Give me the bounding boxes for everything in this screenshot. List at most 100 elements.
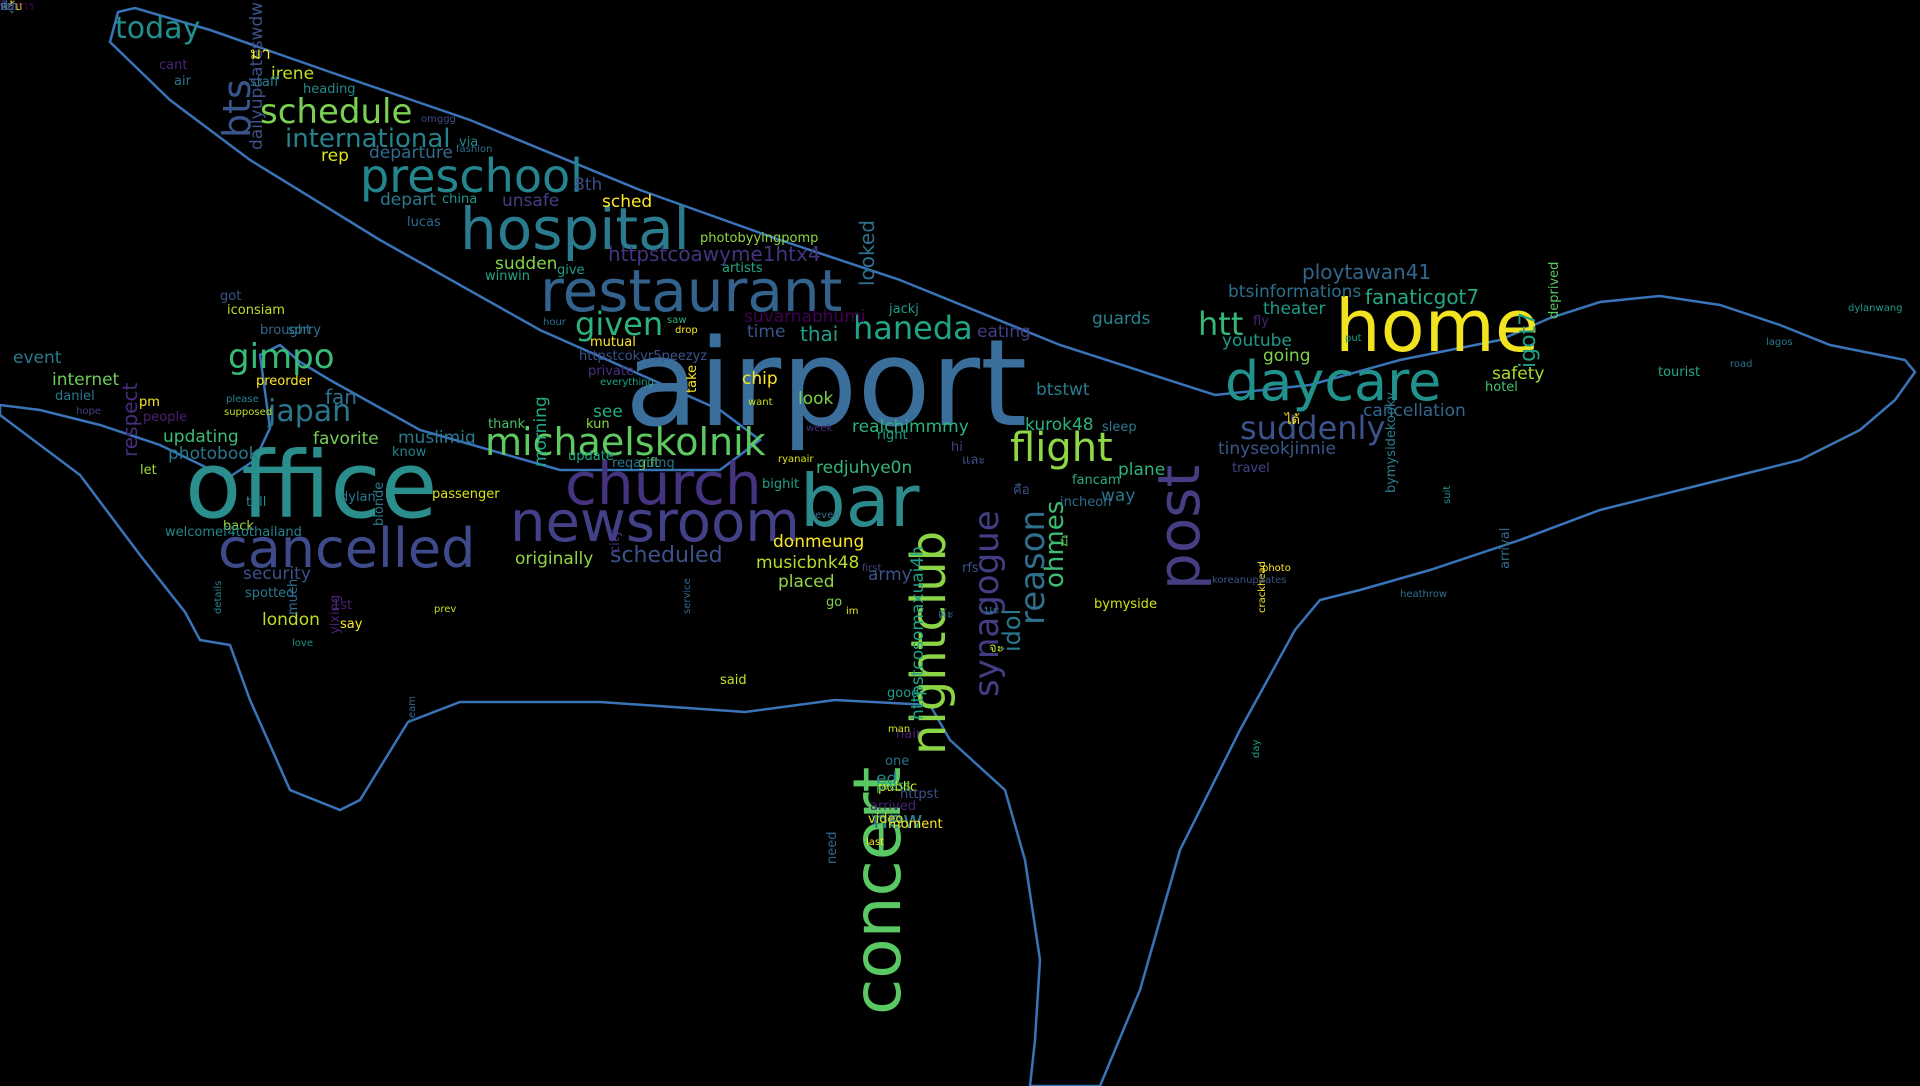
word-22: haneda — [853, 309, 973, 347]
word-159: last — [866, 837, 885, 848]
word-43: redjuhye0n — [816, 458, 913, 478]
word-109: back — [223, 519, 254, 534]
word-103: regarding — [612, 456, 675, 471]
word-126: cant — [159, 58, 188, 73]
word-187: 1st — [332, 598, 353, 613]
word-10: newsroom — [510, 490, 800, 555]
word-28: htt — [1198, 305, 1244, 343]
word-31: fanaticgot7 — [1365, 285, 1480, 309]
word-55: kurok48 — [1025, 415, 1094, 435]
word-11: cancelled — [218, 517, 476, 580]
word-124: got — [220, 289, 242, 304]
word-12: hospital — [460, 195, 690, 263]
word-94: winwin — [485, 269, 530, 284]
word-191: ค่ะ — [938, 607, 954, 622]
word-14: preschool — [360, 149, 583, 203]
word-82: way — [1101, 486, 1136, 506]
word-36: scheduled — [610, 543, 723, 568]
word-56: btstwt — [1036, 380, 1090, 400]
word-201: เรา — [0, 0, 18, 13]
word-1: airport — [625, 315, 1028, 454]
word-173: put — [1345, 333, 1362, 344]
word-139: right — [877, 428, 908, 443]
word-175: dylanwang — [1848, 303, 1903, 314]
word-170: bymysidekookv — [1384, 391, 1399, 493]
word-137: want — [748, 397, 773, 408]
word-97: mutual — [590, 335, 636, 350]
word-98: httpstcokvr5peezyz — [579, 349, 708, 364]
word-80: hotel — [1485, 380, 1518, 395]
word-151: hair — [896, 727, 922, 742]
word-118: hope — [76, 406, 101, 417]
word-119: please — [226, 394, 259, 405]
word-146: good — [887, 686, 920, 701]
word-125: air — [174, 74, 191, 89]
word-196: มา — [250, 44, 271, 64]
word-181: blonde — [372, 481, 387, 526]
word-92: china — [442, 192, 478, 207]
word-143: said — [720, 673, 747, 688]
word-148: go — [826, 595, 843, 610]
word-23: given — [575, 305, 664, 343]
word-73: see — [593, 402, 623, 422]
word-177: road — [1730, 359, 1753, 370]
word-171: koreanupdates — [1212, 575, 1287, 586]
word-164: day — [1251, 739, 1262, 758]
word-199: ในการ — [0, 0, 35, 13]
word-179: service — [682, 578, 693, 614]
word-162: press — [876, 779, 911, 794]
word-70: time — [747, 322, 786, 342]
word-168: suit — [1442, 485, 1453, 504]
word-188: rfs — [962, 561, 979, 576]
word-112: much — [286, 578, 301, 615]
word-136: everything — [600, 377, 654, 388]
word-65: sched — [602, 192, 653, 212]
word-197: ครับ — [0, 0, 23, 13]
word-9: church — [565, 450, 762, 518]
word-192: และ — [962, 453, 986, 468]
word-86: travel — [1232, 461, 1270, 476]
word-121: preorder — [256, 374, 312, 389]
word-61: unsafe — [502, 191, 560, 211]
word-62: sudden — [495, 254, 558, 274]
word-180: team — [407, 696, 418, 722]
word-4: bar — [800, 459, 920, 543]
word-74: security — [243, 564, 311, 584]
word-34: igot7 — [1516, 311, 1541, 368]
word-77: event — [13, 348, 62, 368]
word-107: passenger — [432, 487, 500, 502]
word-190: นะ — [984, 603, 1000, 618]
word-78: iconsiam — [227, 303, 285, 318]
word-144: even — [815, 510, 840, 521]
word-2: office — [185, 432, 438, 539]
word-160: video — [868, 812, 904, 827]
word-20: schedule — [260, 92, 413, 132]
word-91: lucas — [407, 215, 441, 230]
word-110: welcomef4tothailand — [165, 525, 302, 540]
word-17: flight — [1010, 425, 1113, 471]
word-87: jackj — [889, 302, 919, 317]
word-46: updating — [163, 427, 239, 447]
word-42: realchimmmy — [852, 417, 969, 437]
word-41: theater — [1263, 299, 1326, 319]
word-145: first — [862, 563, 882, 574]
word-200: อยู่ — [0, 0, 15, 13]
word-167: heathrow — [1400, 589, 1448, 600]
word-30: international — [285, 124, 451, 154]
word-39: tinyseokjinnie — [1218, 439, 1336, 459]
word-13: daycare — [1225, 350, 1442, 413]
word-64: 8th — [574, 175, 603, 195]
word-96: photobyyingpomp — [700, 231, 819, 246]
word-166: bymyside — [1094, 597, 1157, 612]
word-71: chip — [742, 369, 778, 389]
airplane-silhouette — [0, 6, 1917, 1086]
word-185: hi — [951, 440, 963, 455]
word-131: via — [459, 135, 479, 150]
word-44: muslimiq — [398, 428, 476, 448]
word-100: take — [685, 364, 700, 393]
word-108: dylan — [340, 490, 376, 505]
word-130: fashion — [456, 144, 493, 155]
word-134: saw — [667, 315, 687, 326]
